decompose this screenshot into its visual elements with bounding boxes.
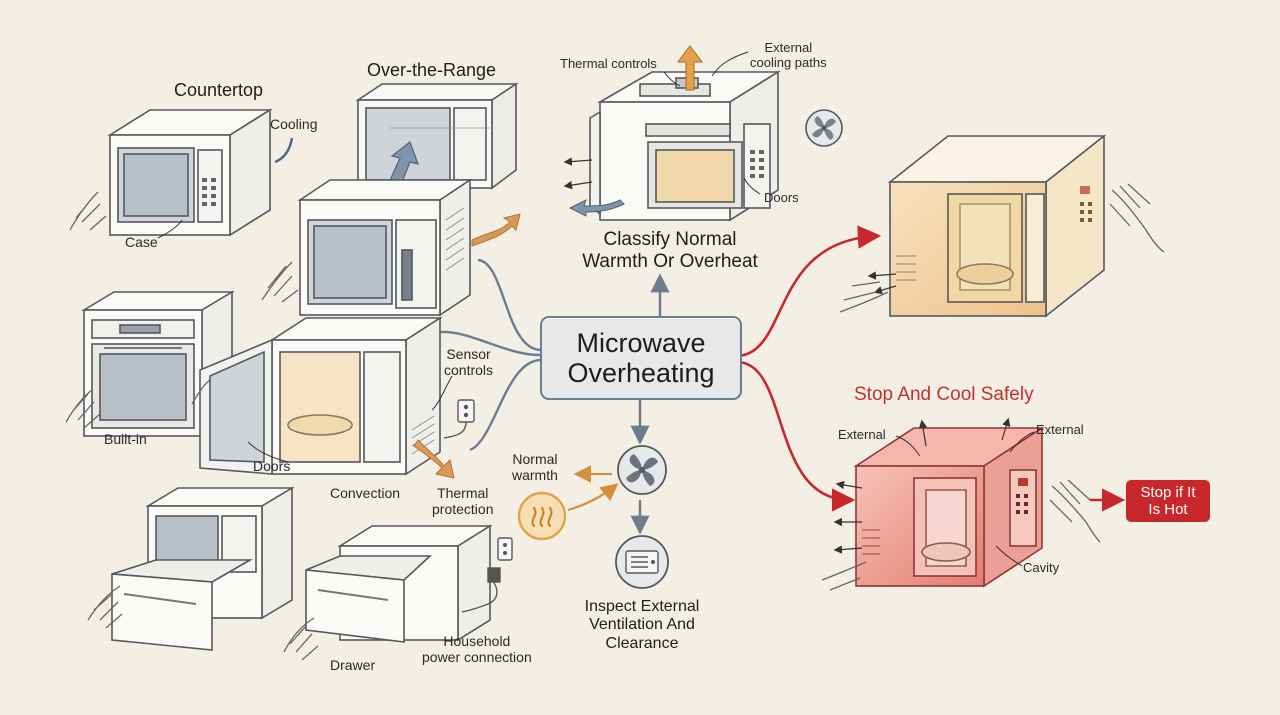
hand-convection (191, 379, 211, 405)
label-household-power: Household power connection (422, 633, 532, 665)
label-thermal-line1: Thermal (437, 485, 489, 501)
vent-small-arrows (563, 157, 593, 190)
center-title-line1: Microwave (576, 327, 706, 358)
label-drawer: Drawer (330, 657, 376, 673)
thermal-controls-leader (663, 51, 761, 195)
connectors (439, 258, 670, 535)
connector-built-in (439, 330, 541, 357)
label-doors-left: Doors (253, 458, 291, 474)
label-sensor-line1: Sensor (446, 346, 491, 362)
label-convection: Convection (330, 485, 401, 501)
label-external-cooling: External cooling paths (750, 40, 827, 71)
step-classify: Classify Normal Warmth Or Overheat (560, 229, 780, 273)
step-classify-line2: Warmth Or Overheat (582, 250, 758, 272)
label-sensor-line2: controls (444, 362, 494, 379)
warm-air-arrows (867, 271, 897, 295)
step-inspect-line1: Inspect External (584, 598, 700, 615)
drawer-microwave-right (305, 524, 493, 643)
hot-air-arrows (833, 417, 1011, 554)
label-cavity: Cavity (1023, 560, 1060, 575)
over-the-range-unit (355, 82, 519, 190)
connector-convection (469, 358, 541, 452)
label-external-cooling-line2: cooling paths (750, 54, 827, 70)
hand-warm-right (1109, 183, 1165, 253)
case-leader (157, 219, 183, 239)
fan-icon-center (617, 445, 667, 495)
wall-outlet-icon (443, 399, 475, 439)
hand-countertop (69, 191, 107, 231)
connector-to-hot-unit (737, 360, 856, 512)
hot-leaders (895, 431, 1035, 567)
label-case: Case (125, 234, 158, 250)
countertop-microwave (107, 108, 273, 237)
label-normal-warmth-line1: Normal (512, 451, 558, 467)
stop-if-hot-badge: Stop if It Is Hot (1126, 480, 1210, 522)
step-inspect-line2: Ventilation And (589, 616, 695, 634)
hot-microwave (853, 426, 1045, 588)
cooling-leader (274, 137, 294, 164)
over-the-range-microwave (297, 178, 473, 317)
label-thermal-controls: Thermal controls (560, 56, 657, 71)
label-cooling: Cooling (270, 116, 318, 132)
warm-microwave (887, 134, 1107, 318)
thermal-protection-arrow (413, 439, 455, 479)
connector-heat-to-fan (567, 483, 619, 512)
sensor-leader (431, 375, 453, 411)
label-external-cooling-line1: External (764, 40, 813, 55)
center-node-microwave-overheating: Microwave Overheating (540, 316, 742, 400)
label-built-in: Built-in (104, 431, 147, 447)
label-household-line2: power connection (422, 649, 532, 666)
top-center-microwave (589, 70, 781, 222)
center-title-line2: Overheating (567, 358, 715, 388)
heading-over-the-range: Over-the-Range (367, 60, 497, 80)
step-inspect-line3: Clearance (605, 634, 679, 652)
stop-badge-line2: Is Hot (1148, 501, 1188, 518)
label-external-right: External (1036, 422, 1084, 437)
hand-hot-right (1049, 479, 1101, 543)
label-doors-top: Doors (764, 190, 799, 205)
fan-icon-top (805, 109, 843, 147)
connector-to-warm-unit (737, 225, 882, 358)
hand-hot-left (821, 561, 867, 591)
connector-over-the-range (477, 258, 541, 352)
vent-panel-icon (615, 535, 669, 589)
drawer-microwave-left (111, 486, 295, 651)
step-inspect: Inspect External Ventilation And Clearan… (552, 598, 732, 653)
vent-arrow-left (568, 199, 625, 217)
red-connectors (737, 225, 1126, 512)
label-normal-warmth: Normal warmth (512, 451, 558, 483)
label-household-line1: Household (443, 633, 511, 649)
hand-drawer-right (283, 617, 319, 661)
hand-otr (261, 261, 299, 303)
heading-countertop: Countertop (174, 80, 264, 100)
warmth-connectors (567, 465, 619, 512)
label-external-left: External (838, 427, 886, 442)
otr-airflow-arrow (471, 213, 521, 247)
convection-microwave (199, 316, 443, 476)
hand-warm-left (839, 281, 889, 313)
label-thermal-protection: Thermal protection (432, 485, 493, 517)
label-sensor-controls: Sensor controls (444, 346, 493, 378)
step-classify-line1: Classify Normal (603, 229, 737, 250)
stop-badge-line1: Stop if It (1140, 483, 1196, 501)
label-thermal-line2: protection (432, 501, 494, 518)
heat-up-arrow (677, 45, 703, 91)
heat-waves-icon (517, 491, 567, 541)
plug-icon (461, 537, 513, 613)
label-normal-warmth-line2: warmth (512, 467, 558, 484)
hand-built-in (65, 389, 101, 429)
hand-drawer-left (87, 585, 123, 629)
doors-leader (247, 441, 289, 463)
step-stop-and-cool: Stop And Cool Safely (854, 384, 1034, 405)
